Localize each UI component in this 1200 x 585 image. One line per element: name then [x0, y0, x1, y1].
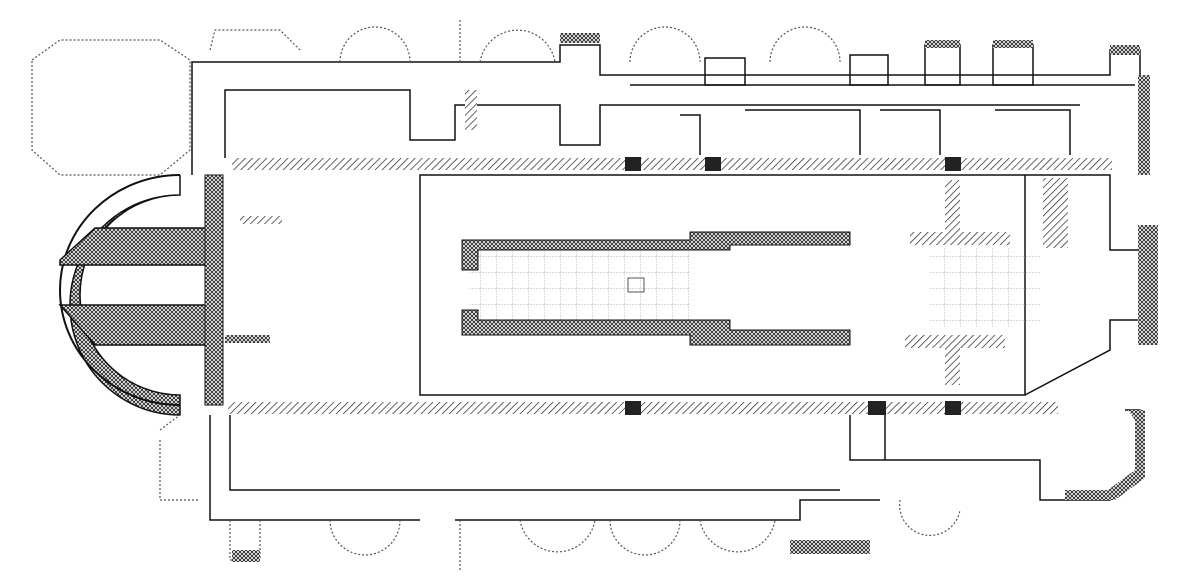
south-chapels	[159, 414, 961, 570]
nave-walls	[228, 157, 1112, 415]
nave-small-blocks	[225, 216, 282, 343]
south-hatched-blocks	[232, 410, 1145, 562]
north-hatched-blocks	[465, 33, 1150, 175]
apse	[58, 174, 224, 416]
east-end	[1024, 174, 1158, 396]
central-choir	[419, 174, 1040, 396]
north-aisle	[191, 44, 1141, 175]
north-chapels	[31, 20, 841, 176]
south-aisle	[209, 409, 1141, 521]
